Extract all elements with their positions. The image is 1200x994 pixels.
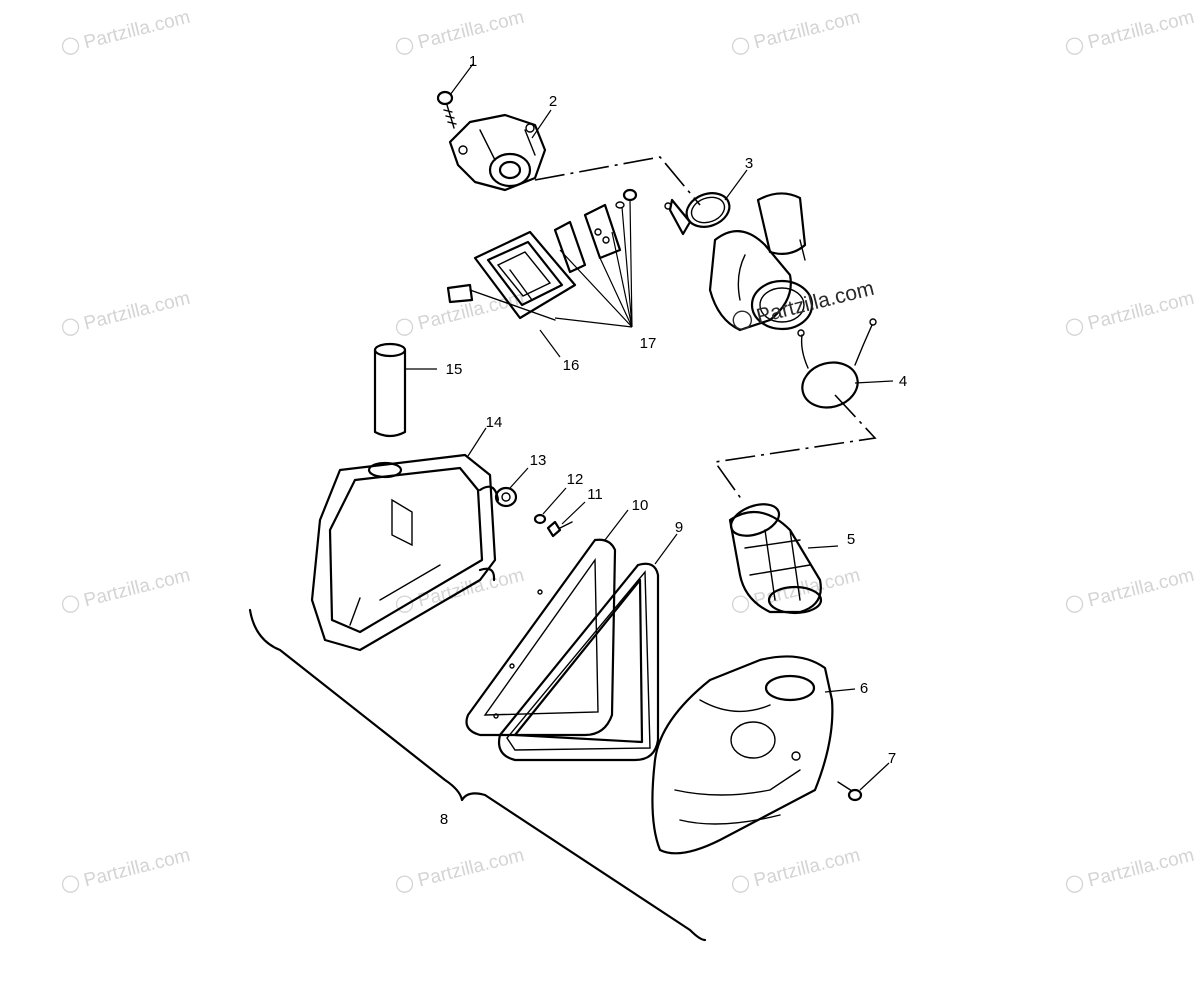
part-3-hose-clamp [664, 192, 731, 236]
leader-12 [542, 487, 567, 515]
svg-text:Partzilla.com: Partzilla.com [752, 845, 863, 892]
part-11-screw [546, 520, 573, 538]
watermark: Partzilla.com [731, 845, 863, 893]
svg-text:Partzilla.com: Partzilla.com [416, 7, 527, 54]
callout-4: 4 [899, 373, 907, 390]
watermark: Partzilla.com [395, 845, 527, 893]
leader-11 [561, 501, 586, 525]
part-16-reed-valve [446, 230, 577, 321]
callout-5: 5 [847, 531, 855, 548]
callout-2: 2 [549, 93, 557, 110]
callout-15: 15 [446, 361, 463, 378]
svg-text:Partzilla.com: Partzilla.com [1086, 845, 1197, 892]
part-15-filter-element [373, 342, 407, 438]
part-8-group-bracket [248, 608, 707, 942]
leader-17 [554, 199, 633, 328]
svg-text:Partzilla.com: Partzilla.com [82, 845, 193, 892]
leader-5 [807, 545, 839, 549]
part-6-lower-airbox [651, 655, 834, 855]
leader-14 [467, 427, 487, 457]
svg-text:Partzilla.com: Partzilla.com [416, 845, 527, 892]
callout-11: 11 [587, 486, 603, 503]
part-12-washer [533, 513, 547, 525]
callout-16: 16 [563, 357, 580, 374]
watermark-grid: Partzilla.com Partzilla.com Partzilla.co… [61, 7, 1197, 893]
watermark: Partzilla.com [61, 845, 193, 893]
svg-text:Partzilla.com: Partzilla.com [82, 288, 193, 335]
callout-3: 3 [745, 155, 753, 172]
callout-13: 13 [530, 452, 547, 469]
leader-1 [449, 63, 474, 96]
watermark: Partzilla.com [61, 288, 193, 336]
part-4-ring-clamp [797, 318, 877, 409]
leader-2 [531, 109, 552, 139]
leader-lines [405, 63, 894, 791]
callout-8: 8 [440, 811, 448, 828]
part-1-bolt [436, 90, 457, 129]
watermark: Partzilla.com [61, 7, 193, 55]
leader-16 [539, 329, 561, 358]
callout-7: 7 [888, 750, 896, 767]
svg-text:Partzilla.com: Partzilla.com [1086, 7, 1197, 54]
watermark: Partzilla.com [1065, 288, 1197, 336]
svg-text:Partzilla.com: Partzilla.com [1086, 565, 1197, 612]
leader-3 [724, 169, 748, 201]
part-10-gasket [465, 538, 617, 737]
svg-text:Partzilla.com: Partzilla.com [754, 277, 876, 328]
leader-13 [509, 467, 529, 489]
leader-4 [854, 380, 894, 384]
part-9-air-filter-frame [497, 562, 660, 762]
watermark: Partzilla.com [1065, 845, 1197, 893]
part-7-screw [837, 781, 863, 802]
watermark: Partzilla.com [395, 288, 526, 336]
svg-text:Partzilla.com: Partzilla.com [82, 565, 193, 612]
watermark: Partzilla.com [61, 565, 193, 613]
leader-10 [604, 509, 629, 541]
assembly-line-2-3 [534, 156, 701, 206]
callout-12: 12 [567, 471, 584, 488]
watermark: Partzilla.com [395, 7, 527, 55]
part-14-airbox-housing [310, 453, 500, 652]
leader-6 [824, 688, 856, 693]
watermark: Partzilla.com [731, 7, 863, 55]
assembly-line-4-5 [713, 394, 877, 501]
callout-6: 6 [860, 680, 868, 697]
callout-1: 1 [469, 53, 477, 70]
part-13-grommet [494, 486, 518, 508]
callout-9: 9 [675, 519, 683, 536]
part-5-intake-boot [728, 503, 823, 615]
callout-10: 10 [632, 497, 649, 514]
callout-14: 14 [486, 414, 503, 431]
part-2-carburetor-flange [448, 113, 547, 192]
leader-9 [654, 533, 678, 565]
svg-text:Partzilla.com: Partzilla.com [1086, 288, 1197, 335]
part-17-reed-petals [553, 188, 638, 274]
callout-17: 17 [640, 335, 657, 352]
svg-text:Partzilla.com: Partzilla.com [752, 7, 863, 54]
watermark: Partzilla.com [1065, 565, 1197, 613]
carburetor-body [708, 192, 814, 332]
watermark: Partzilla.com [1065, 7, 1197, 55]
leader-7 [859, 762, 890, 791]
svg-text:Partzilla.com: Partzilla.com [82, 7, 193, 54]
